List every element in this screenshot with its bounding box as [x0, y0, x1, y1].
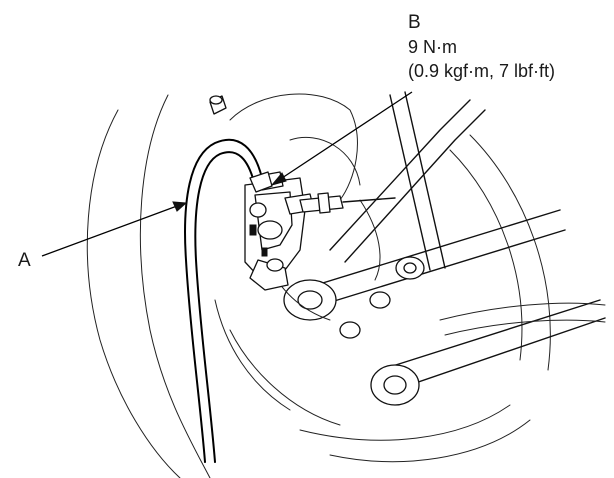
- suspension-arms: [299, 91, 606, 391]
- callout-b-label: B: [408, 12, 421, 33]
- leader-line-b: [270, 91, 413, 186]
- brake-hose: [184, 138, 273, 463]
- torque-spec-nm: 9 N·m: [408, 37, 457, 57]
- bushings: [283, 256, 425, 406]
- torque-spec-alt-units: (0.9 kgf·m, 7 lbf·ft): [408, 61, 556, 81]
- leader-line-a: [41, 201, 188, 257]
- caliper-assembly: [244, 171, 315, 291]
- callout-a-label: A: [18, 250, 31, 271]
- brake-line-fitting: [299, 192, 396, 214]
- cap-plug: [209, 95, 227, 115]
